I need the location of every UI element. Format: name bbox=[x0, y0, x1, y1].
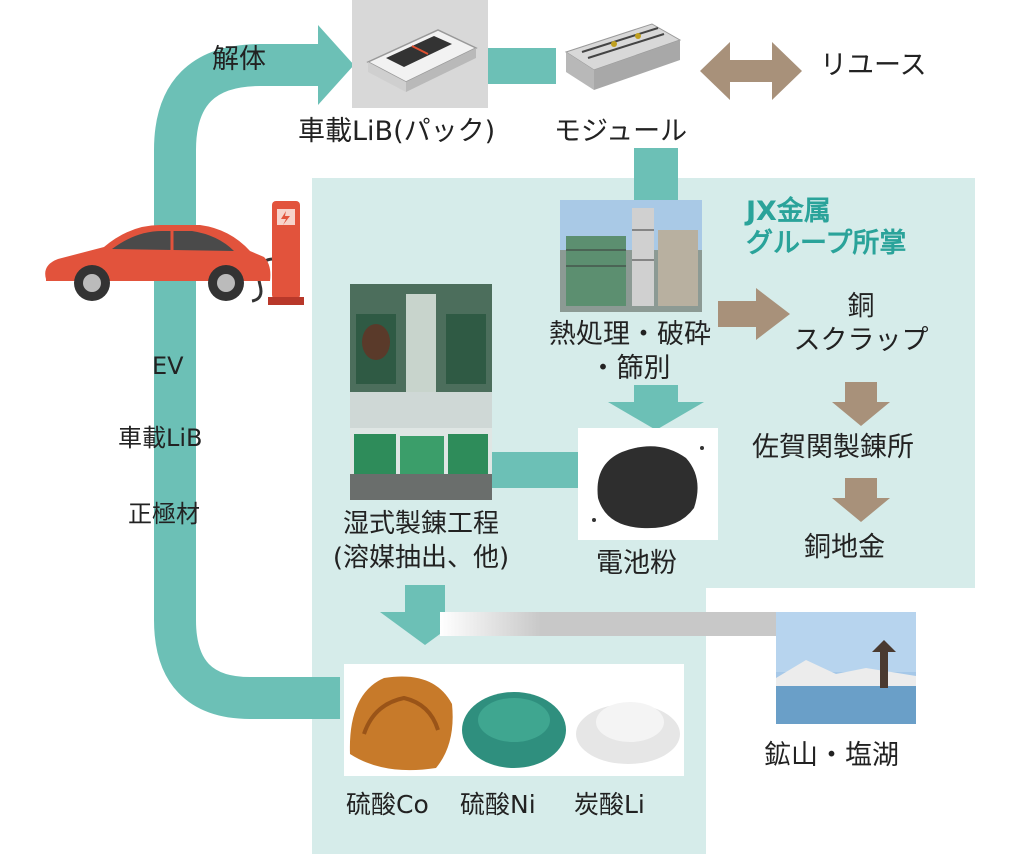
wet-down-shaft bbox=[405, 585, 445, 615]
heat-down-head bbox=[608, 402, 704, 430]
mine-gray-arrow bbox=[440, 612, 778, 636]
wet-process-label: 湿式製錬工程 (溶媒抽出、他) bbox=[316, 508, 526, 576]
jx-group-title: JX金属 グループ所掌 bbox=[746, 196, 906, 261]
heat-treatment-label-line1: 熱処理・破砕 bbox=[549, 319, 711, 350]
wet-process-label-line2: (溶媒抽出、他) bbox=[332, 542, 510, 573]
heat-treatment-plant-image bbox=[560, 200, 702, 312]
battery-powder-image bbox=[578, 428, 718, 540]
powder-wet-connector bbox=[490, 452, 580, 488]
mine-salt-lake-label: 鉱山・塩湖 bbox=[764, 740, 899, 771]
copper-scrap-label-line1: 銅 bbox=[847, 291, 875, 322]
reuse-double-arrow bbox=[700, 42, 802, 100]
heat-treatment-label-line2: ・篩別 bbox=[589, 352, 671, 384]
lithium-carbonate-image bbox=[570, 664, 684, 776]
loop-arrow-head bbox=[318, 25, 354, 105]
module-down-arrow bbox=[634, 148, 678, 208]
charger-body bbox=[272, 201, 300, 299]
heat-down-shaft bbox=[634, 385, 678, 407]
wet-process-label-line1: 湿式製錬工程 bbox=[342, 509, 499, 539]
lib-pack-image bbox=[352, 0, 488, 108]
jx-group-title-line2: グループ所掌 bbox=[746, 228, 907, 260]
copper-scrap-label: 銅 スクラップ bbox=[766, 290, 956, 358]
ev-label: EV bbox=[152, 352, 184, 380]
scrap-saga-arrow bbox=[832, 382, 890, 426]
pack-module-connector bbox=[488, 48, 558, 84]
battery-powder-label: 電池粉 bbox=[596, 548, 677, 579]
saga-metal-arrow bbox=[832, 478, 890, 522]
nickel-sulfate-image bbox=[458, 664, 570, 776]
loop-arrow-path bbox=[154, 44, 340, 719]
salt-lake-image bbox=[776, 612, 916, 724]
pack-label: 車載LiB(パック) bbox=[298, 116, 496, 147]
cobalt-sulfate-image bbox=[344, 664, 458, 776]
module-label: モジュール bbox=[554, 116, 688, 147]
saga-smelter-label: 佐賀関製錬所 bbox=[752, 432, 914, 463]
cobalt-sulfate-label: 硫酸Co bbox=[346, 790, 429, 819]
nickel-sulfate-label: 硫酸Ni bbox=[460, 790, 536, 819]
copper-scrap-arrow bbox=[718, 288, 790, 340]
heat-treatment-label: 熱処理・破砕 ・篩別 bbox=[540, 318, 720, 386]
reuse-label: リユース bbox=[820, 50, 927, 81]
cathode-label: 正極材 bbox=[128, 500, 200, 528]
wet-process-image-top bbox=[350, 284, 492, 392]
copper-metal-label: 銅地金 bbox=[804, 532, 885, 563]
dismantle-label: 解体 bbox=[212, 44, 266, 75]
jx-group-title-line1: JX金属 bbox=[746, 196, 831, 227]
car-lib-label: 車載LiB bbox=[118, 424, 203, 452]
wet-process-image-bottom bbox=[350, 392, 492, 500]
copper-scrap-label-line2: スクラップ bbox=[793, 324, 929, 356]
battery-module-image bbox=[556, 6, 688, 102]
lithium-carbonate-label: 炭酸Li bbox=[574, 790, 645, 819]
ev-car-image bbox=[40, 195, 310, 315]
